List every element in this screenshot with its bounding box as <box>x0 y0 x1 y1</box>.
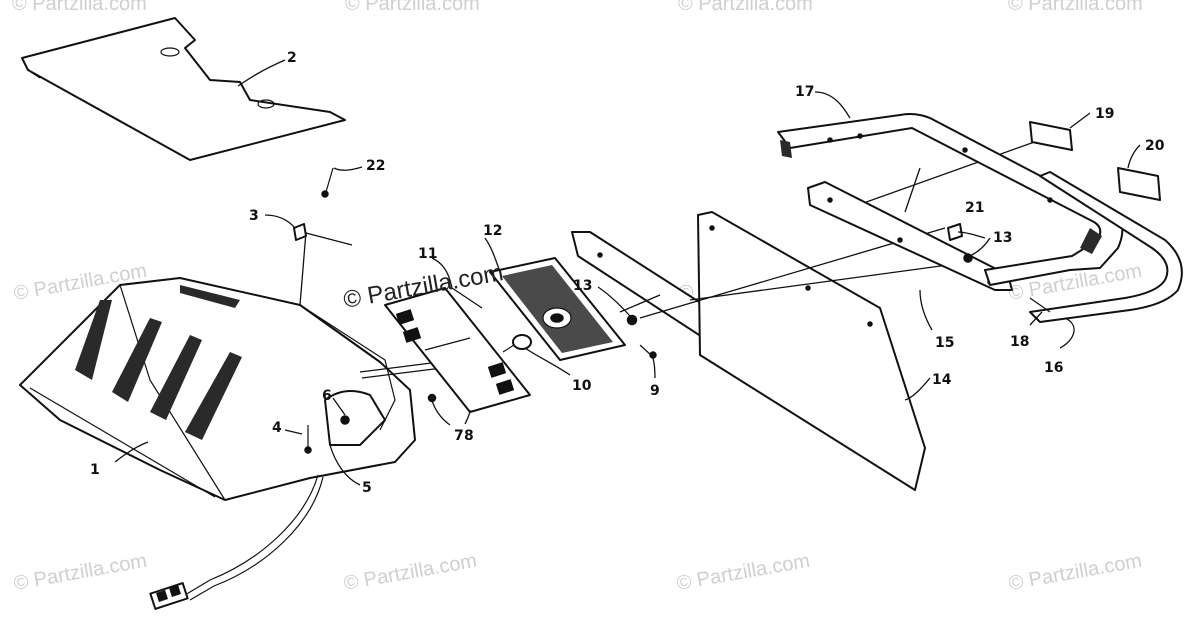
callout-12: 12 <box>483 223 502 239</box>
callout-13-left: 13 <box>573 278 592 294</box>
part-3-clip <box>293 223 307 241</box>
part-14-panel <box>697 211 926 491</box>
callout-8: 8 <box>464 428 474 444</box>
callout-17: 17 <box>795 84 814 100</box>
callout-21: 21 <box>965 200 984 216</box>
part-18-pin <box>1029 297 1051 313</box>
leader-lines <box>114 59 1141 486</box>
callout-9: 9 <box>650 383 660 399</box>
watermark-bot-2: © Partzilla.com <box>342 550 479 595</box>
callout-13-right: 13 <box>993 230 1012 246</box>
callout-6: 6 <box>322 388 332 404</box>
part-21-bolt <box>947 223 963 241</box>
callout-18: 18 <box>1010 334 1029 350</box>
watermark-bot-3: © Partzilla.com <box>675 550 812 595</box>
callout-14: 14 <box>932 372 952 388</box>
part-13-nut-left <box>626 314 638 326</box>
watermark-top-4: © Partzilla.com <box>1008 0 1143 15</box>
watermark-bot-1: © Partzilla.com <box>12 550 149 595</box>
part-16-trim <box>1029 171 1183 323</box>
callout-19: 19 <box>1095 106 1114 122</box>
watermark-top-1: © Partzilla.com <box>12 0 147 15</box>
part-17-frame <box>777 113 1124 286</box>
callout-1: 1 <box>90 462 100 478</box>
part-9-screw <box>639 344 657 359</box>
watermark-bot-4: © Partzilla.com <box>1007 550 1144 595</box>
watermark-top-2: © Partzilla.com <box>345 0 480 15</box>
part-2-plate <box>21 17 346 161</box>
callout-20: 20 <box>1145 138 1165 154</box>
callout-4: 4 <box>272 420 282 436</box>
fasteners <box>293 167 437 454</box>
part-10-bulb <box>502 334 532 353</box>
part-8-socket-bracket <box>384 287 531 413</box>
decals <box>1029 121 1161 201</box>
part-22-screw <box>325 167 334 193</box>
callout-11: 11 <box>418 246 437 262</box>
callout-3: 3 <box>249 208 259 224</box>
callout-2: 2 <box>287 50 297 66</box>
part-20-decal <box>1117 167 1161 201</box>
part-11-pin <box>451 287 483 309</box>
callout-15: 15 <box>935 335 954 351</box>
callout-labels: 1 2 3 4 5 6 7 8 9 10 11 12 13 13 14 15 1… <box>90 50 1165 496</box>
callout-16: 16 <box>1044 360 1063 376</box>
part-12-lens <box>489 257 626 361</box>
part-19-decal <box>1029 121 1073 151</box>
callout-7: 7 <box>454 428 464 444</box>
part-1-housing <box>19 277 416 501</box>
callout-5: 5 <box>362 480 372 496</box>
callout-10: 10 <box>572 378 592 394</box>
callout-22: 22 <box>366 158 385 174</box>
watermark-top-3: © Partzilla.com <box>678 0 813 15</box>
